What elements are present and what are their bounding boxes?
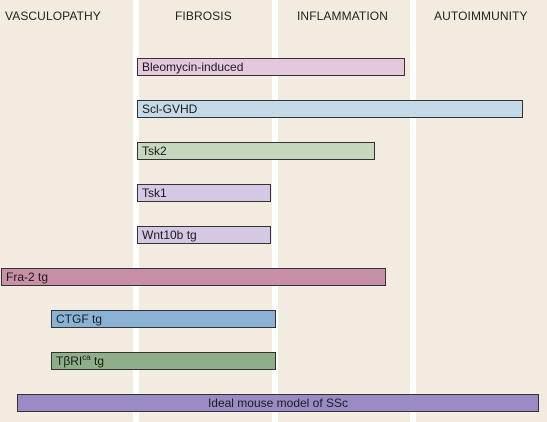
bar-label-superscript: ca [82, 353, 91, 362]
bar-scl-gvhd: Scl-GVHD [137, 100, 523, 118]
bar-wnt10b-tg: Wnt10b tg [137, 226, 271, 244]
column-header-autoimmunity: AUTOIMMUNITY [434, 9, 528, 23]
bar-label-main: TβRI [56, 354, 83, 368]
bar-fra-2-tg: Fra-2 tg [1, 268, 386, 286]
bar-label-suffix: tg [90, 354, 105, 368]
bar-tsk2: Tsk2 [137, 142, 375, 160]
bar-tsk1: Tsk1 [137, 184, 271, 202]
column-header-inflammation: INFLAMMATION [297, 9, 388, 23]
bar-bleomycin-induced: Bleomycin-induced [137, 58, 405, 76]
column-divider [410, 0, 416, 422]
column-divider [272, 0, 278, 422]
bar-ideal-mouse-model: Ideal mouse model of SSc [17, 394, 539, 412]
column-divider [133, 0, 139, 422]
column-header-vasculopathy: VASCULOPATHY [5, 9, 101, 23]
bar-tbri-ca-tg: TβRIca tg [51, 352, 276, 370]
column-header-fibrosis: FIBROSIS [175, 9, 232, 23]
bar-ctgf-tg: CTGF tg [51, 310, 276, 328]
